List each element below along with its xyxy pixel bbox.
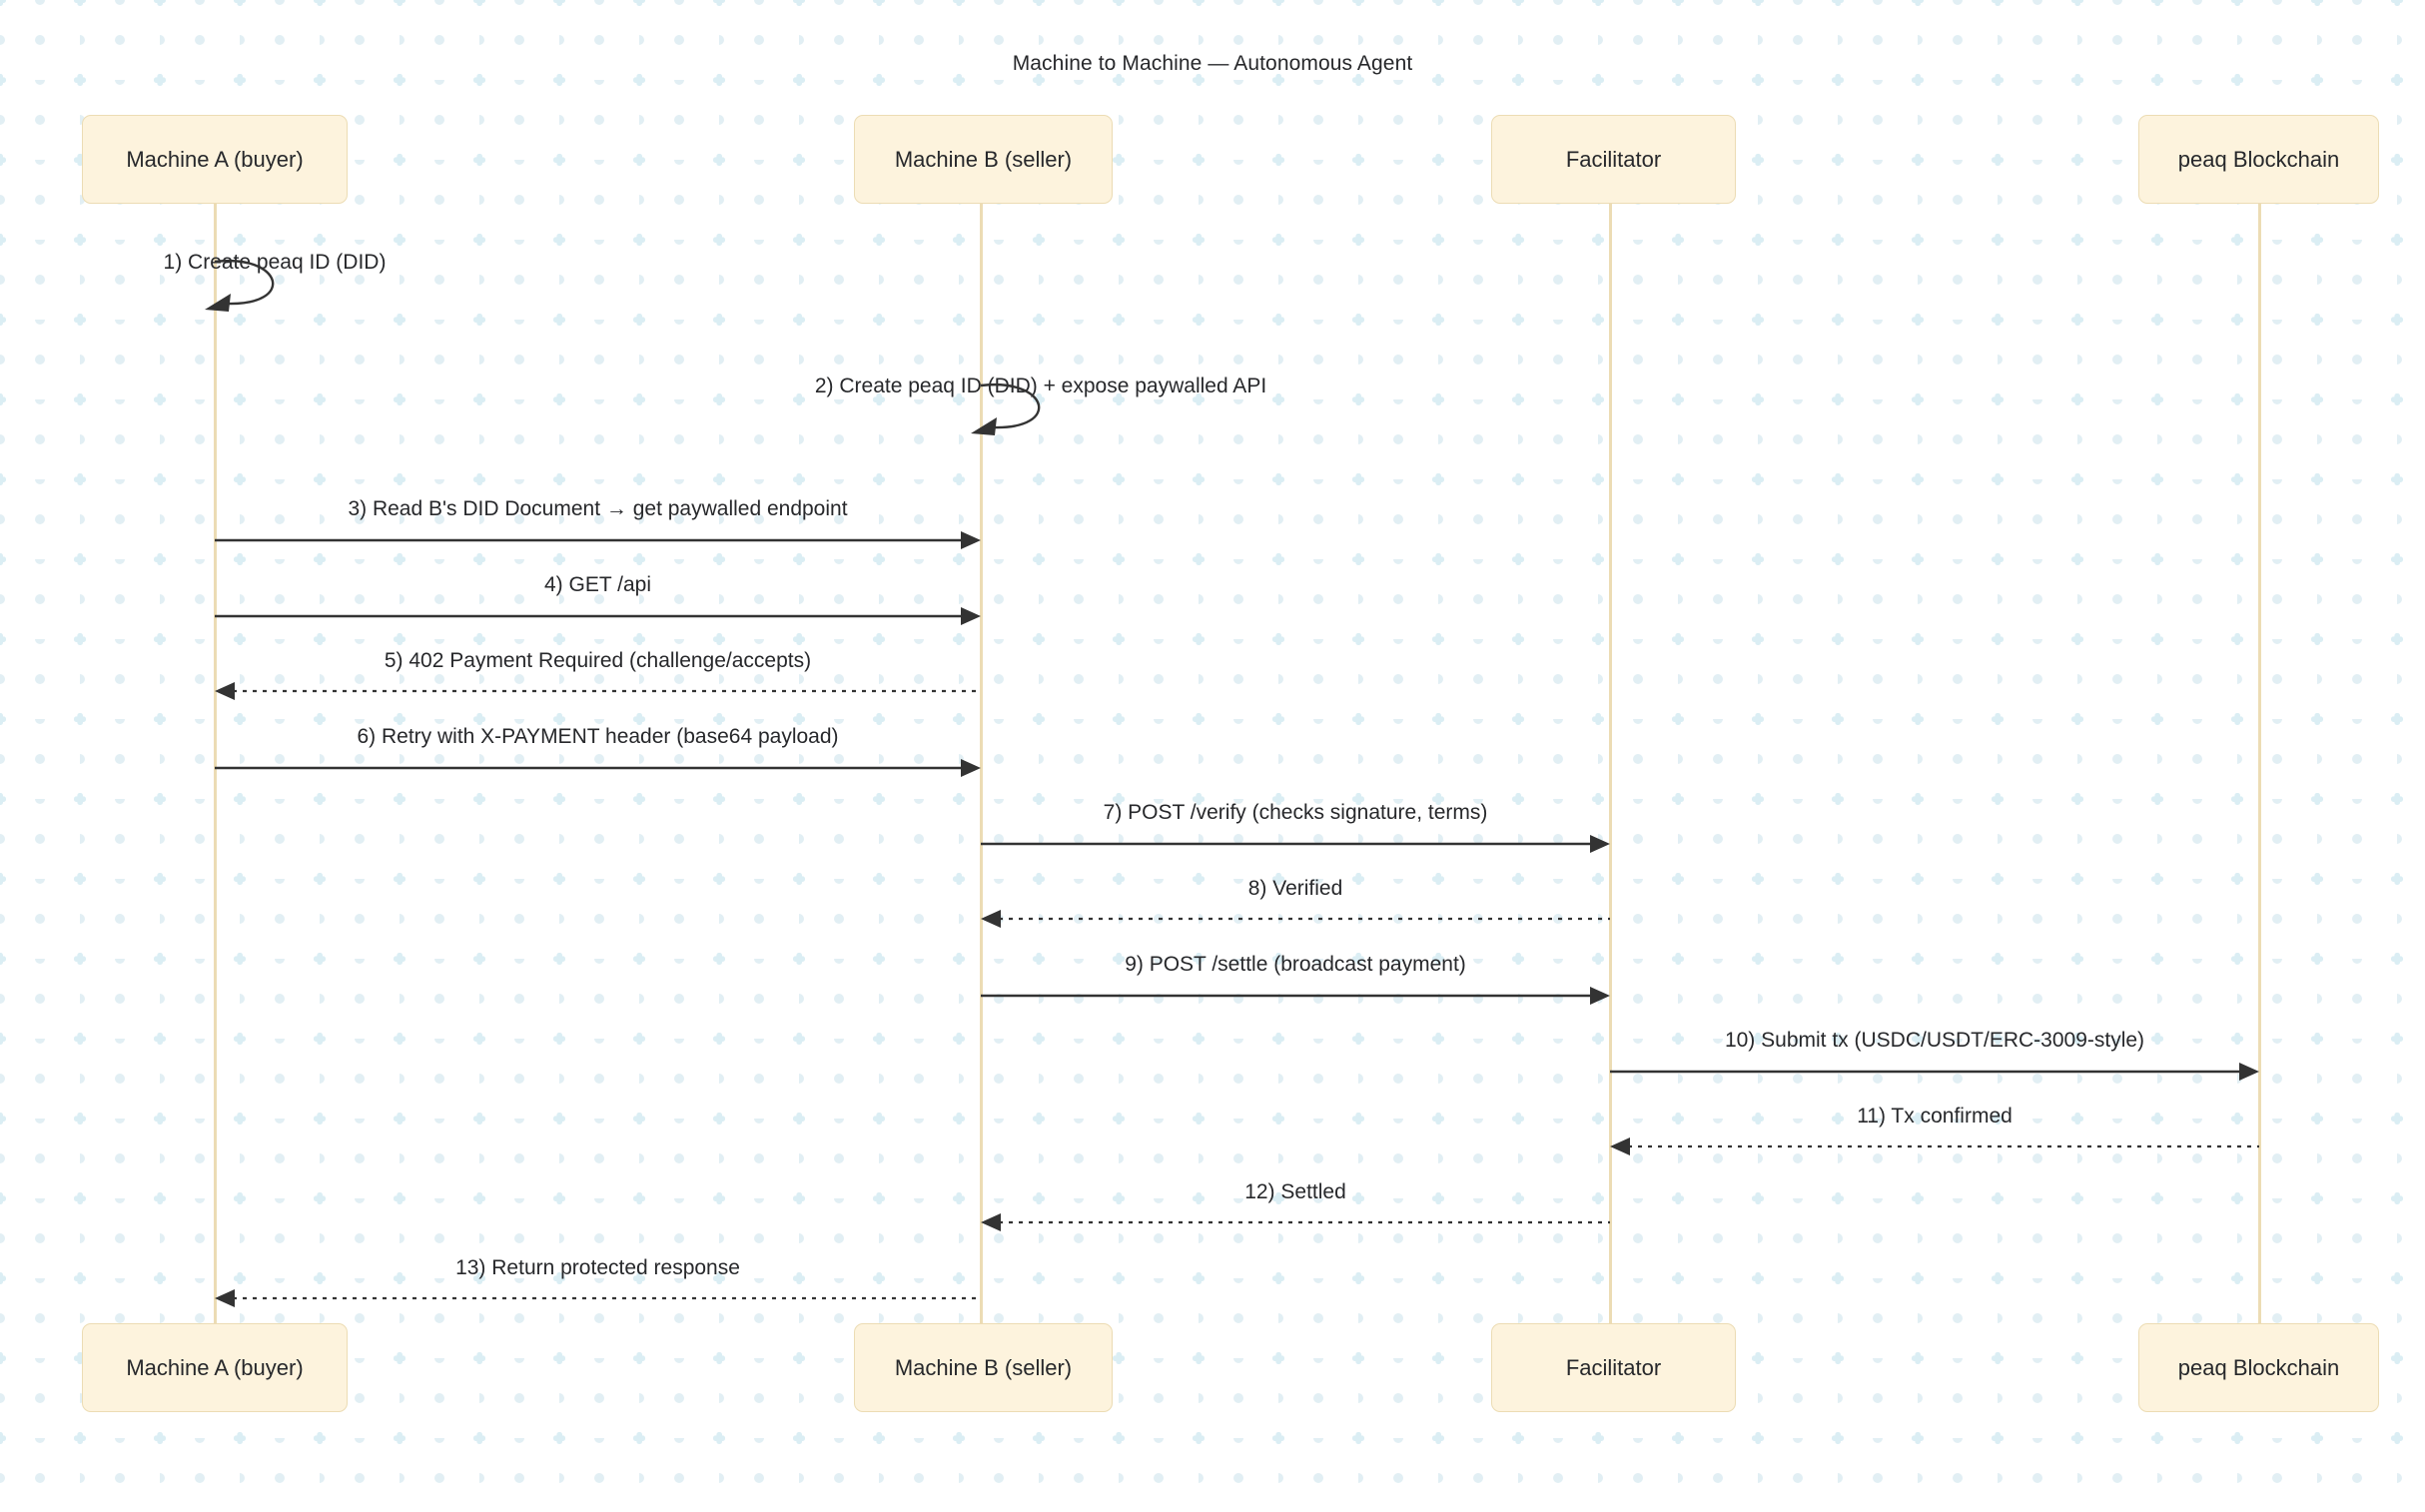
participant-label-machine-a-bottom: Machine A (buyer): [126, 1354, 304, 1380]
message-arrow-7: [981, 835, 1610, 853]
message-arrow-10: [1610, 1063, 2259, 1081]
participant-label-facilitator-bottom: Facilitator: [1565, 1354, 1662, 1380]
participant-box-facilitator-bottom[interactable]: Facilitator: [1491, 1323, 1736, 1412]
message-arrow-1: [205, 259, 275, 312]
message-arrow-5: [215, 682, 981, 700]
participant-box-machine-b-bottom[interactable]: Machine B (seller): [854, 1323, 1113, 1412]
message-label-4: 4) GET /api: [544, 573, 651, 596]
message-label-10: 10) Submit tx (USDC/USDT/ERC-3009-style): [1724, 1029, 2145, 1052]
participant-box-machine-a-top[interactable]: Machine A (buyer): [82, 115, 348, 204]
message-arrow-12: [981, 1213, 1610, 1231]
message-label-11: 11) Tx confirmed: [1857, 1105, 2013, 1128]
participant-label-peaq-blockchain-bottom: peaq Blockchain: [2177, 1354, 2340, 1380]
participant-label-machine-a-top: Machine A (buyer): [126, 146, 304, 172]
message-arrow-6: [215, 759, 981, 777]
message-label-12: 12) Settled: [1244, 1180, 1346, 1203]
message-arrow-8: [981, 910, 1610, 928]
participant-box-facilitator-top[interactable]: Facilitator: [1491, 115, 1736, 204]
message-arrow-4: [215, 607, 981, 625]
message-label-6: 6) Retry with X-PAYMENT header (base64 p…: [357, 725, 839, 748]
message-arrow-11: [1610, 1137, 2259, 1155]
message-label-7: 7) POST /verify (checks signature, terms…: [1103, 801, 1488, 824]
page-title: Machine to Machine — Autonomous Agent: [1012, 52, 1413, 75]
participant-label-facilitator-top: Facilitator: [1565, 146, 1662, 172]
message-arrow-3: [215, 531, 981, 549]
message-arrow-9: [981, 987, 1610, 1005]
message-arrow-2: [971, 382, 1041, 435]
message-label-9: 9) POST /settle (broadcast payment): [1125, 953, 1466, 976]
message-arrow-13: [215, 1289, 981, 1307]
message-label-3: 3) Read B's DID Document → get paywalled…: [348, 497, 848, 520]
participant-box-peaq-blockchain-bottom[interactable]: peaq Blockchain: [2138, 1323, 2379, 1412]
participant-box-machine-a-bottom[interactable]: Machine A (buyer): [82, 1323, 348, 1412]
message-label-5: 5) 402 Payment Required (challenge/accep…: [384, 649, 812, 672]
participant-label-peaq-blockchain-top: peaq Blockchain: [2177, 146, 2340, 172]
participant-label-machine-b-bottom: Machine B (seller): [894, 1354, 1073, 1380]
message-label-13: 13) Return protected response: [455, 1256, 740, 1279]
participant-box-machine-b-top[interactable]: Machine B (seller): [854, 115, 1113, 204]
message-label-8: 8) Verified: [1247, 877, 1343, 900]
participant-box-peaq-blockchain-top[interactable]: peaq Blockchain: [2138, 115, 2379, 204]
participant-label-machine-b-top: Machine B (seller): [894, 146, 1073, 172]
